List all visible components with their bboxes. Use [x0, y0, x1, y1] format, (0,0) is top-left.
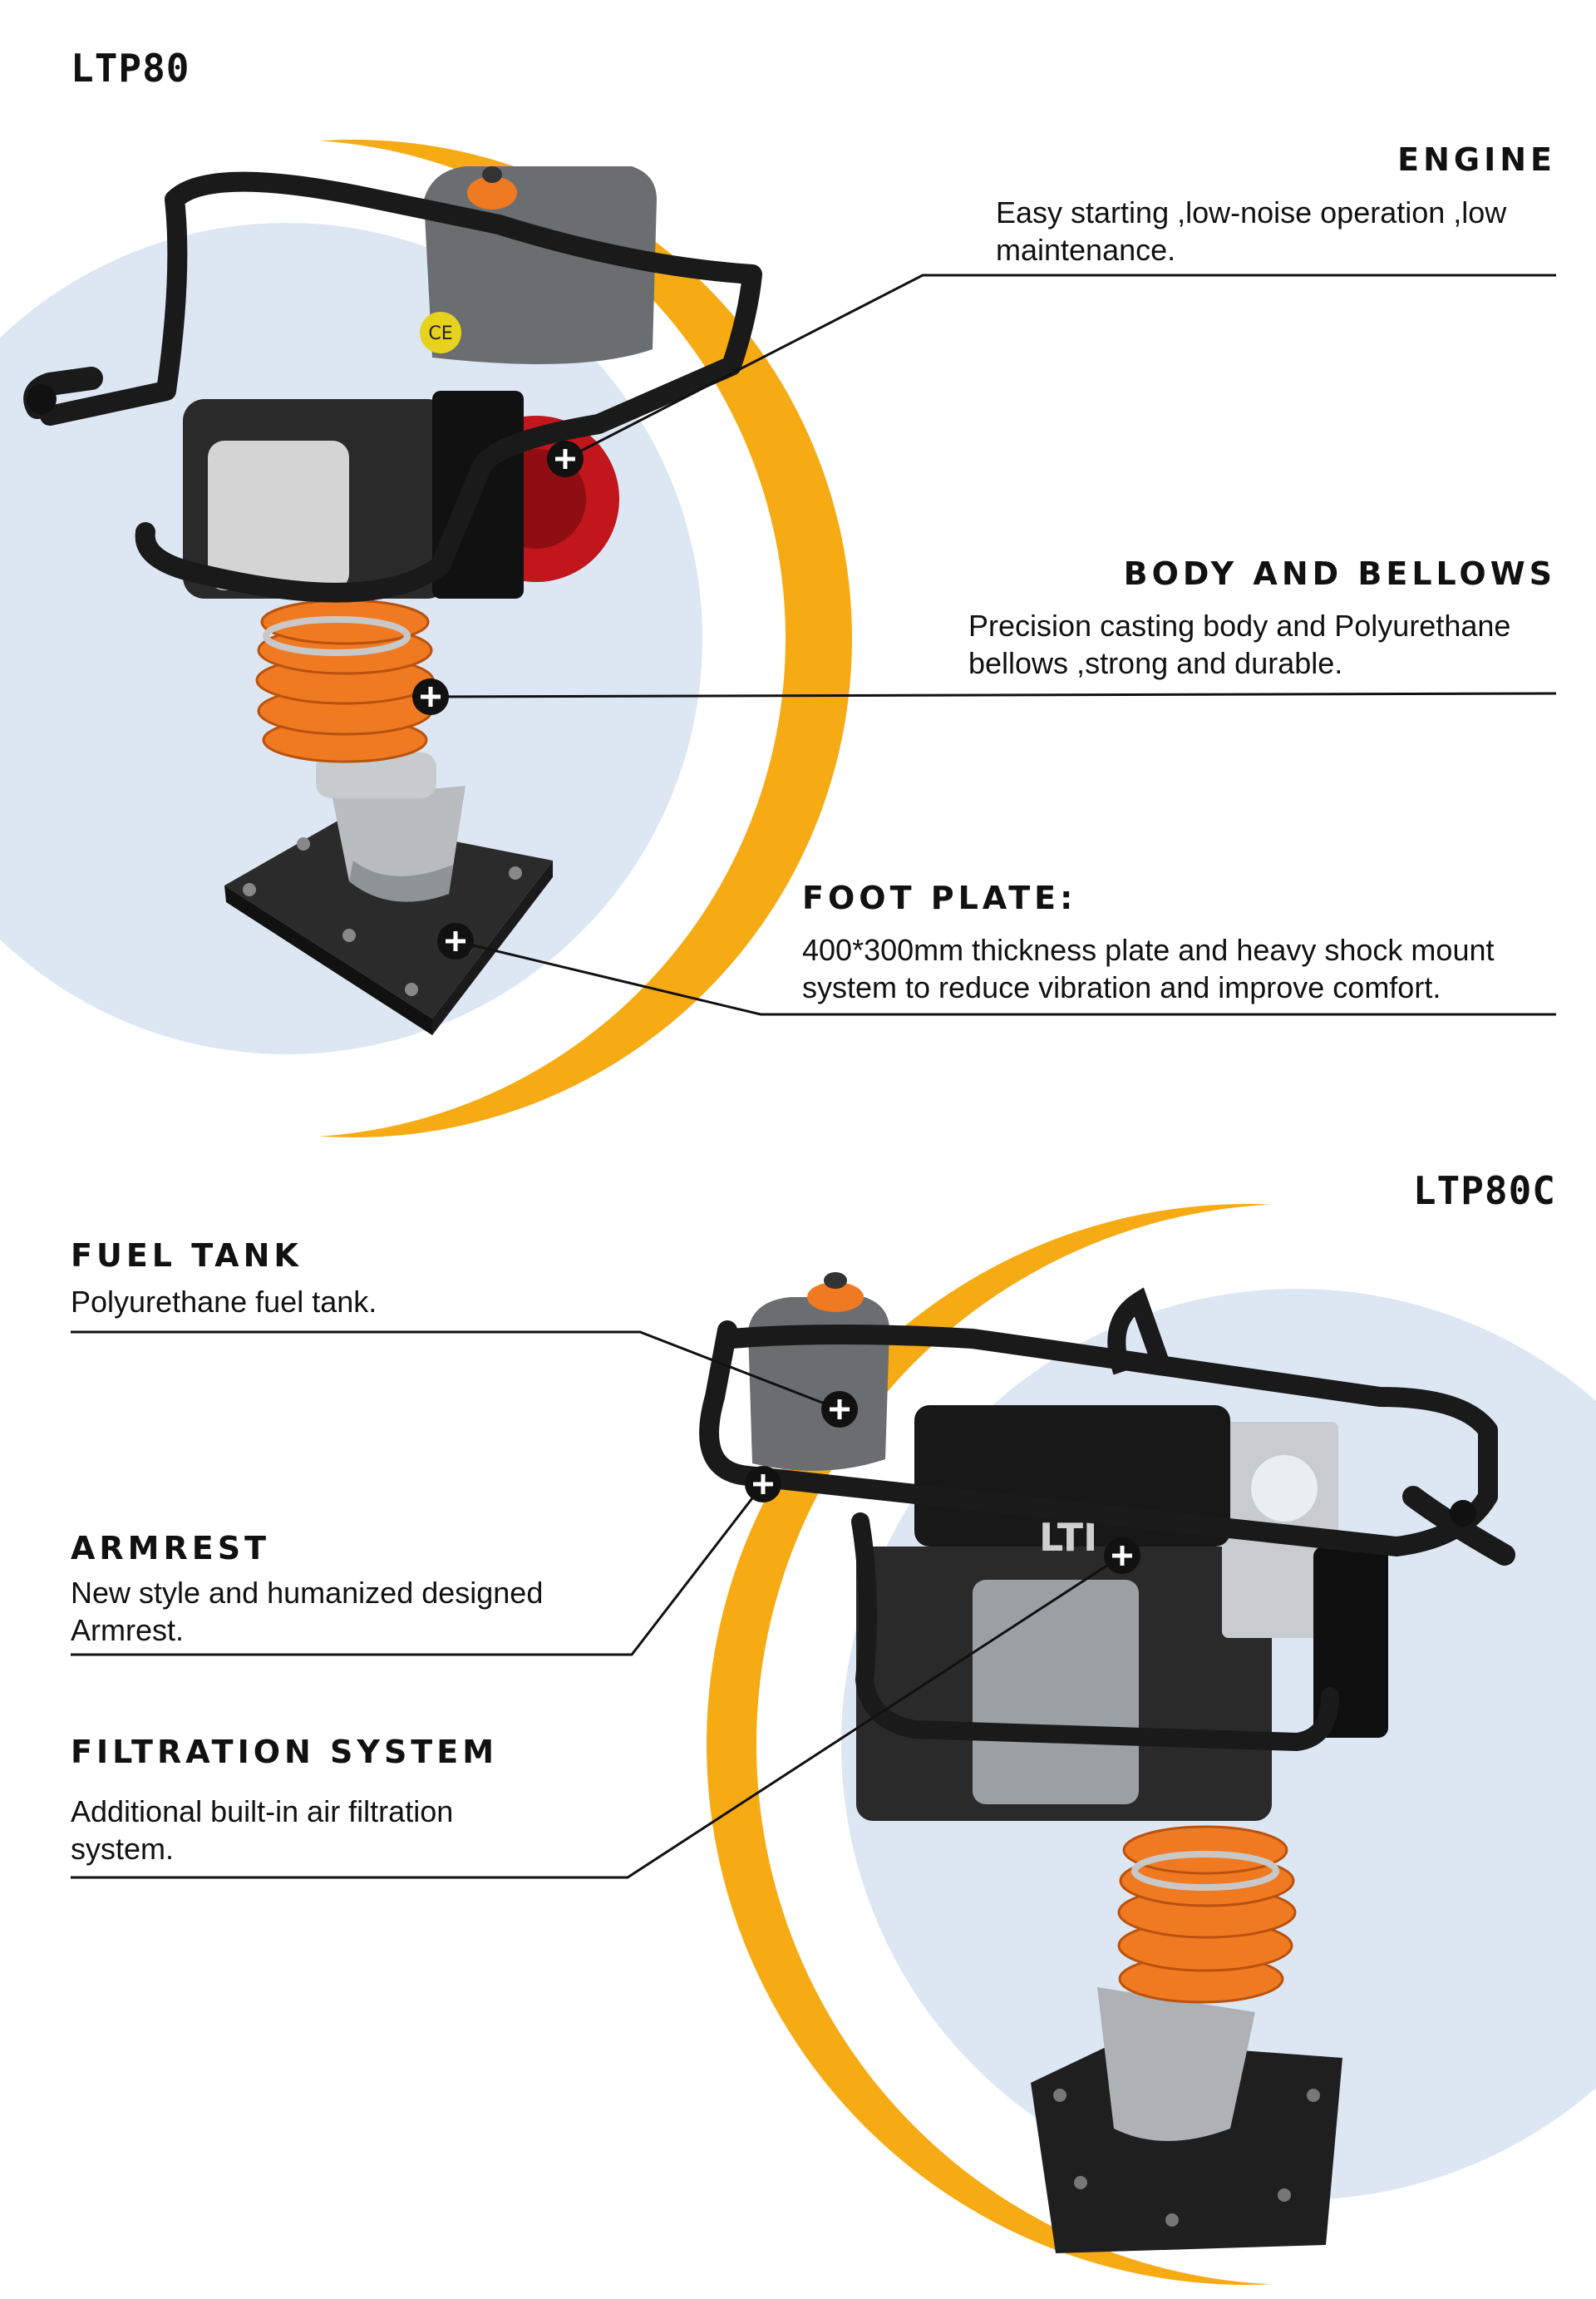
plus-marker-icon [821, 1391, 858, 1428]
feature-title: FILTRATION SYSTEM [71, 1734, 499, 1770]
feature-armrest: ARMREST [71, 1530, 270, 1566]
plus-marker-icon [1104, 1537, 1140, 1574]
feature-desc-line: Additional built-in air filtration [71, 1794, 454, 1828]
plus-marker-icon [547, 441, 584, 477]
plus-marker-icon [412, 678, 449, 715]
feature-fuel-tank: FUEL TANK [71, 1237, 303, 1274]
feature-filtration-system-desc: Additional built-in air filtration syste… [71, 1793, 653, 1867]
ltp80-rammer-illustration: CE [23, 166, 762, 1035]
feature-desc-line: bellows ,strong and durable. [968, 646, 1343, 680]
plus-marker-icon [437, 923, 474, 960]
leader-armrest [71, 1483, 765, 1656]
feature-desc-line: New style and humanized designed [71, 1576, 544, 1610]
feature-engine: ENGINE [808, 141, 1556, 178]
feature-title: ARMREST [71, 1530, 270, 1566]
feature-filtration-system: FILTRATION SYSTEM [71, 1734, 498, 1770]
feature-desc-line: Armrest. [71, 1613, 185, 1647]
model-title-ltp80c: LTP80C [1412, 1168, 1556, 1213]
plus-marker-icon [745, 1466, 781, 1502]
ltp80c-rammer-illustration: LTI [699, 1272, 1515, 2253]
feature-foot-plate: FOOT PLATE: [802, 880, 1076, 916]
leader-fuel-tank [71, 1330, 840, 1411]
feature-desc-line: maintenance. [996, 233, 1176, 267]
feature-desc-line: 400*300mm thickness plate and heavy shoc… [802, 933, 1495, 967]
feature-title: FOOT PLATE: [802, 880, 1077, 916]
leader-engine [564, 274, 1556, 461]
leader-body-bellows [430, 692, 1557, 698]
feature-desc-line: Precision casting body and Polyurethane [968, 609, 1511, 643]
feature-title: ENGINE [1397, 141, 1556, 178]
leader-foot-plate [455, 940, 1556, 1016]
plus-markers [412, 441, 1140, 1574]
feature-title: FUEL TANK [71, 1237, 303, 1274]
feature-fuel-tank-desc: Polyurethane fuel tank. [71, 1283, 653, 1320]
leader-lines [71, 274, 1557, 1879]
feature-desc-line: Polyurethane fuel tank. [71, 1285, 377, 1319]
feature-body-bellows: BODY AND BELLOWS [808, 555, 1556, 592]
model-title-ltp80: LTP80 [71, 46, 190, 91]
feature-armrest-desc: New style and humanized designed Armrest… [71, 1574, 653, 1649]
feature-desc-line: system to reduce vibration and improve c… [802, 970, 1441, 1004]
feature-body-bellows-desc: Precision casting body and Polyurethane … [968, 607, 1575, 682]
ce-mark: CE [428, 323, 452, 344]
feature-engine-desc: Easy starting ,low-noise operation ,low … [996, 194, 1578, 269]
feature-desc-line: Easy starting ,low-noise operation ,low [996, 195, 1507, 229]
feature-title: BODY AND BELLOWS [1123, 555, 1556, 592]
feature-desc-line: system. [71, 1832, 175, 1866]
feature-foot-plate-desc: 400*300mm thickness plate and heavy shoc… [802, 931, 1575, 1006]
leader-filtration-system [71, 1554, 1123, 1879]
